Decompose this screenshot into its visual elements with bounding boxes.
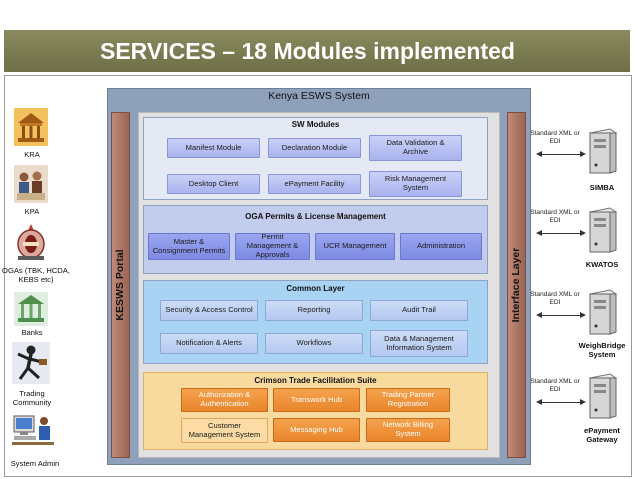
admin-computer-icon xyxy=(12,412,54,452)
system-title: Kenya ESWS System xyxy=(268,90,370,102)
interface-layer-bar xyxy=(507,112,526,458)
page-title: SERVICES – 18 Modules implemented xyxy=(4,30,630,72)
arrow-line-weighbridge xyxy=(540,315,582,316)
kesws-portal-label: KESWS Portal xyxy=(114,249,126,321)
arrow-head-right-epayment xyxy=(580,399,586,405)
module-ucr-management: UCR Management xyxy=(315,233,395,260)
arrow-head-right-weighbridge xyxy=(580,312,586,318)
module-messaging-hub: Messaging Hub xyxy=(273,418,360,442)
channel-label-kwatos: Standard XML or EDI xyxy=(530,209,580,224)
module-master-consignment: Master & Consignment Permits xyxy=(148,233,230,260)
arrow-head-right-simba xyxy=(580,151,586,157)
arrow-line-epayment xyxy=(540,402,582,403)
actor-banks-label: Banks xyxy=(21,328,43,337)
oga-emblem-icon xyxy=(14,222,48,262)
module-data-management-info: Data & Management Information System xyxy=(370,330,468,357)
kesws-portal-bar xyxy=(111,112,130,458)
channel-label-epayment: Standard XML or EDI xyxy=(530,378,580,393)
system-simba-label: SIMBA xyxy=(589,183,615,192)
module-manifest: Manifest Module xyxy=(167,138,260,158)
module-trading-partner-registration: Trading Partner Registration xyxy=(366,388,450,412)
system-epayment-gateway-label: ePayment Gateway xyxy=(584,426,620,445)
channel-label-weighbridge: Standard XML or EDI xyxy=(530,291,580,306)
oga-permits-title: OGA Permits & License Management xyxy=(245,212,386,221)
arrow-head-left-weighbridge xyxy=(536,312,542,318)
arrow-head-left-epayment xyxy=(536,399,542,405)
sw-modules-title: SW Modules xyxy=(291,120,340,129)
module-security-access: Security & Access Control xyxy=(160,300,258,321)
module-reporting: Reporting xyxy=(265,300,363,321)
module-desktop-client: Desktop Client xyxy=(167,174,260,194)
module-notification-alerts: Notification & Alerts xyxy=(160,333,258,354)
system-kwatos-label: KWATOS xyxy=(585,260,619,269)
module-declaration: Declaration Module xyxy=(268,138,361,158)
arrow-line-simba xyxy=(540,154,582,155)
actor-ogas-label: OGAs (TBK, HCDA, KEBS etc) xyxy=(2,266,70,285)
actor-kpa-label: KPA xyxy=(24,207,40,216)
arrow-line-kwatos xyxy=(540,233,582,234)
actor-kra-label: KRA xyxy=(24,150,40,159)
kra-building-icon xyxy=(14,108,48,146)
actor-system-admin-label: System Admin xyxy=(10,459,60,468)
server-icon xyxy=(586,206,618,254)
system-weighbridge-label: WeighBridge System xyxy=(578,341,626,360)
module-epayment-facility: ePayment Facility xyxy=(268,174,361,194)
module-audit-trail: Audit Trail xyxy=(370,300,468,321)
outer-frame xyxy=(4,75,632,477)
arrow-head-right-kwatos xyxy=(580,230,586,236)
module-data-validation: Data Validation & Archive xyxy=(369,135,462,161)
server-icon xyxy=(586,127,618,175)
actor-trading-community-label: Trading Community xyxy=(12,389,52,408)
module-permit-management: Permit Management & Approvals xyxy=(235,233,310,260)
module-customer-management: Customer Management System xyxy=(181,418,268,443)
kpa-people-icon xyxy=(14,165,48,203)
module-network-billing: Network Billing System xyxy=(366,418,450,442)
common-layer-title: Common Layer xyxy=(286,284,345,293)
trading-figure-icon xyxy=(12,342,50,384)
crimson-suite-title: Crimson Trade Facilitation Suite xyxy=(254,376,377,385)
arrow-head-left-simba xyxy=(536,151,542,157)
module-transwork-hub: Transwork Hub xyxy=(273,388,360,412)
module-authorization-authentication: Authorization & Authentication xyxy=(181,388,268,412)
channel-label-simba: Standard XML or EDI xyxy=(530,130,580,145)
server-icon xyxy=(586,288,618,336)
interface-layer-label: Interface Layer xyxy=(510,247,522,323)
module-workflows: Workflows xyxy=(265,333,363,354)
server-icon xyxy=(586,372,618,420)
bank-icon xyxy=(14,292,48,326)
arrow-head-left-kwatos xyxy=(536,230,542,236)
module-administration: Administration xyxy=(400,233,482,260)
module-risk-management: Risk Management System xyxy=(369,171,462,197)
